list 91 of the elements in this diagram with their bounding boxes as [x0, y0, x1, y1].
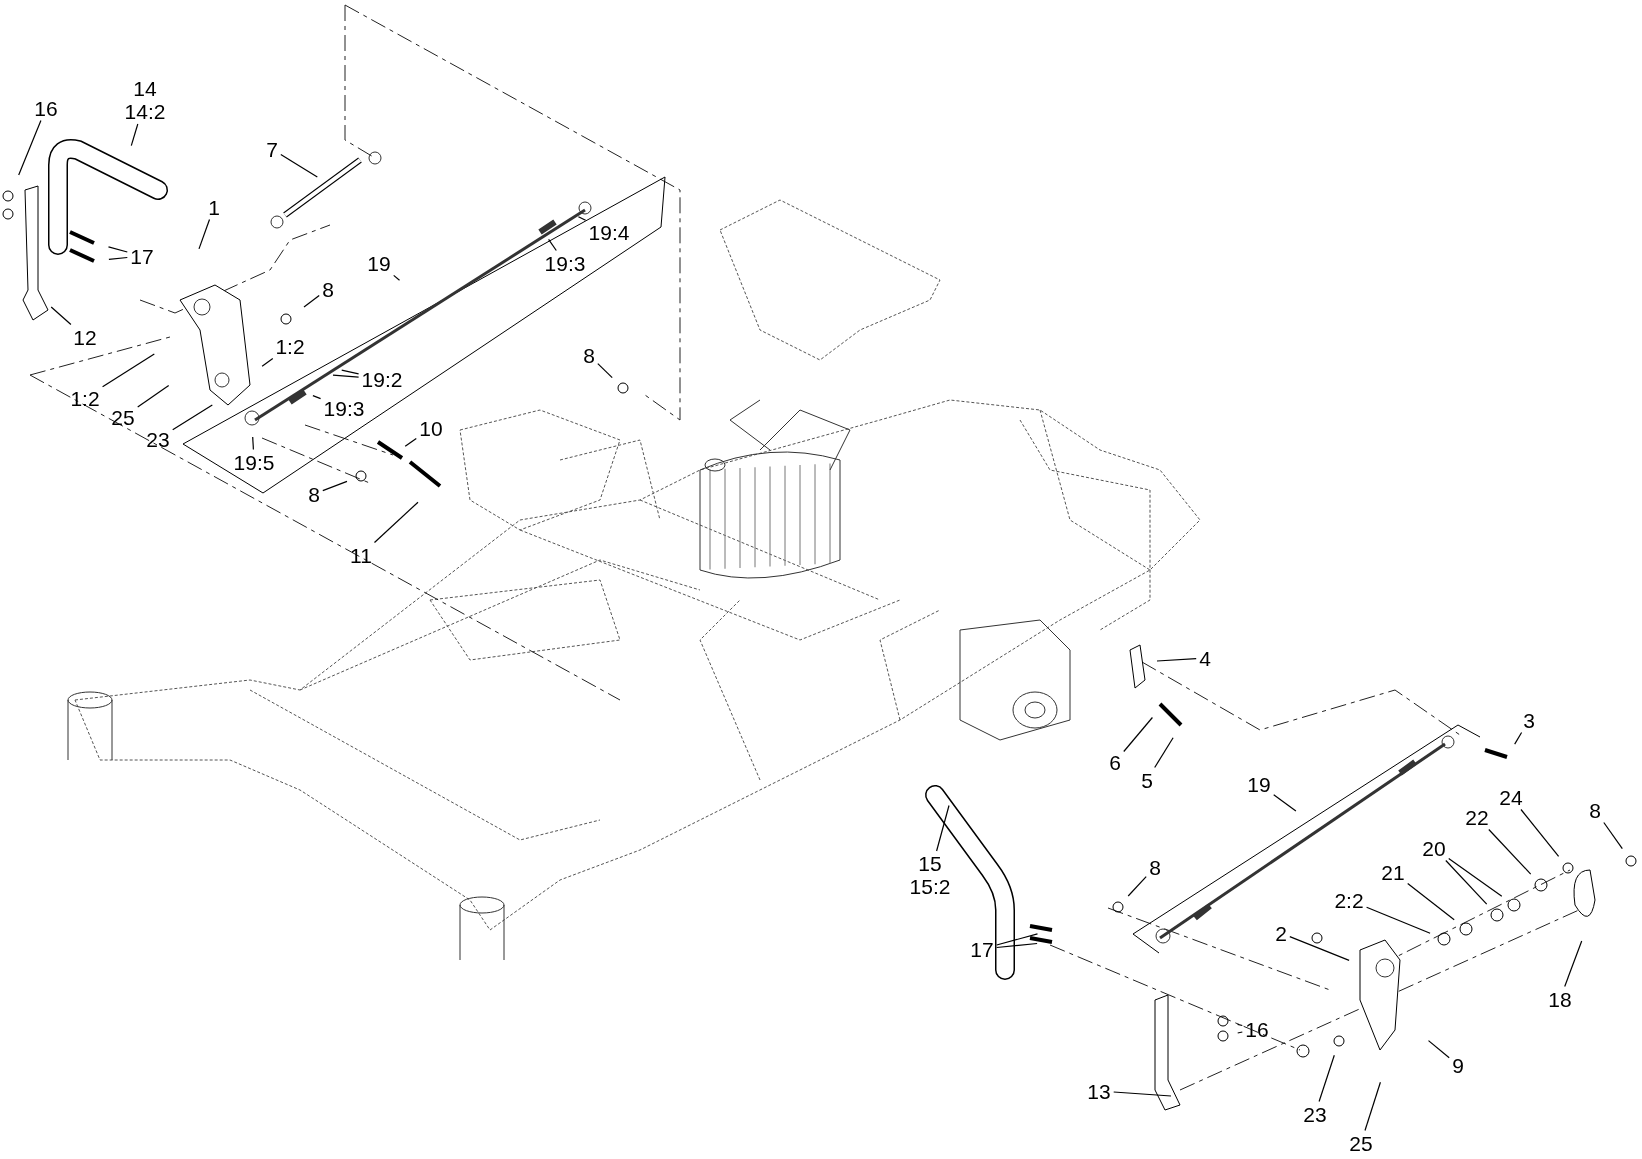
leader-line [996, 942, 1038, 949]
leader-line [1113, 1091, 1172, 1097]
callout-number: 23 [145, 427, 171, 451]
leader-line [252, 436, 254, 451]
callout-number: 23 [1302, 1102, 1328, 1126]
leader-line [1289, 936, 1350, 961]
callout-number: 1:2 [274, 334, 306, 358]
leader-line [1445, 859, 1488, 905]
leader-line [332, 374, 360, 378]
callout-number: 15:2 [908, 875, 952, 898]
leader-line [1318, 1054, 1335, 1103]
leader-line [373, 501, 419, 544]
leader-line [137, 384, 170, 408]
leader-line [548, 238, 557, 252]
leader-line [996, 933, 1039, 946]
callout-number: 19:2 [360, 367, 404, 391]
callout-number: 2 [1274, 921, 1288, 945]
leader-line [404, 437, 417, 447]
callout-number: 1:2 [69, 386, 101, 410]
callout-number: 11 [349, 543, 373, 567]
callout-number: 14:2 [123, 100, 167, 123]
leader-line [1427, 1040, 1450, 1059]
callout-number: 17 [129, 244, 155, 268]
leader-line [341, 369, 360, 375]
leader-line [102, 353, 155, 388]
leader-line [280, 153, 318, 178]
leader-line [1273, 794, 1297, 812]
callout-number: 10 [418, 416, 444, 440]
callout-number: 8 [582, 343, 596, 367]
leader-line [393, 274, 401, 281]
leader-line [312, 395, 322, 400]
leader-line [50, 306, 72, 326]
callout-number: 8 [307, 482, 321, 506]
leader-line [108, 256, 128, 260]
callout-number: 8 [321, 277, 335, 301]
callout-number: 16 [1244, 1017, 1270, 1041]
leader-line [597, 363, 613, 379]
leader-line [261, 357, 274, 367]
leader-line [130, 123, 139, 147]
leader-line [1603, 821, 1623, 850]
leader-line [1237, 1031, 1243, 1034]
callout-number: 24 [1498, 785, 1524, 809]
callout-number: 19 [1246, 772, 1272, 796]
leader-line [1366, 906, 1431, 934]
callout-number: 20 [1421, 836, 1447, 860]
leader-line [18, 119, 42, 176]
callout-number: 14 [132, 77, 158, 100]
leader-line [303, 295, 320, 308]
callout-number: 5 [1140, 768, 1154, 792]
callout-number: 1 [207, 195, 221, 219]
callout-number: 8 [1588, 798, 1602, 822]
callout-number: 19:3 [543, 251, 587, 275]
callout-number: 25 [110, 405, 136, 429]
callout-number: 16 [33, 96, 59, 120]
callout-number: 19:3 [322, 396, 366, 420]
callout-number: 6 [1108, 750, 1122, 774]
leader-line [1520, 808, 1560, 857]
leader-line [1237, 1023, 1243, 1027]
callout-number: 3 [1522, 708, 1536, 732]
callout-number: 19:4 [587, 220, 631, 244]
callout-number: 19 [366, 251, 392, 275]
callout-number: 13 [1086, 1079, 1112, 1103]
leader-line [1156, 658, 1197, 662]
leader-line [1154, 737, 1174, 769]
leader-line [577, 216, 587, 221]
callout-number: 2:2 [1333, 888, 1365, 912]
callout-number: 17 [969, 937, 995, 961]
leader-line [1488, 828, 1532, 875]
callout-number: 19:5 [232, 450, 276, 474]
callout-number: 7 [265, 137, 279, 161]
callout-number: 18 [1547, 987, 1573, 1011]
callout-number: 12 [72, 325, 98, 349]
leader-line [936, 804, 950, 852]
leader-line [1123, 716, 1153, 753]
leader-line [1564, 940, 1583, 988]
leader-line [1364, 1081, 1381, 1132]
callout-number: 15 [917, 852, 943, 875]
leader-line [1514, 731, 1523, 745]
leader-line [322, 480, 348, 492]
callout-number: 4 [1198, 646, 1212, 670]
callout-number: 22 [1464, 805, 1490, 829]
callout-number: 25 [1348, 1131, 1374, 1155]
leader-line [1448, 857, 1503, 897]
leader-line [172, 404, 213, 431]
leader-line [198, 218, 211, 250]
callout-number: 8 [1148, 855, 1162, 879]
callout-number: 21 [1380, 860, 1406, 884]
leader-line [1407, 882, 1455, 921]
leader-line [1127, 876, 1147, 897]
callout-number: 9 [1451, 1053, 1465, 1077]
leader-line [107, 246, 128, 253]
